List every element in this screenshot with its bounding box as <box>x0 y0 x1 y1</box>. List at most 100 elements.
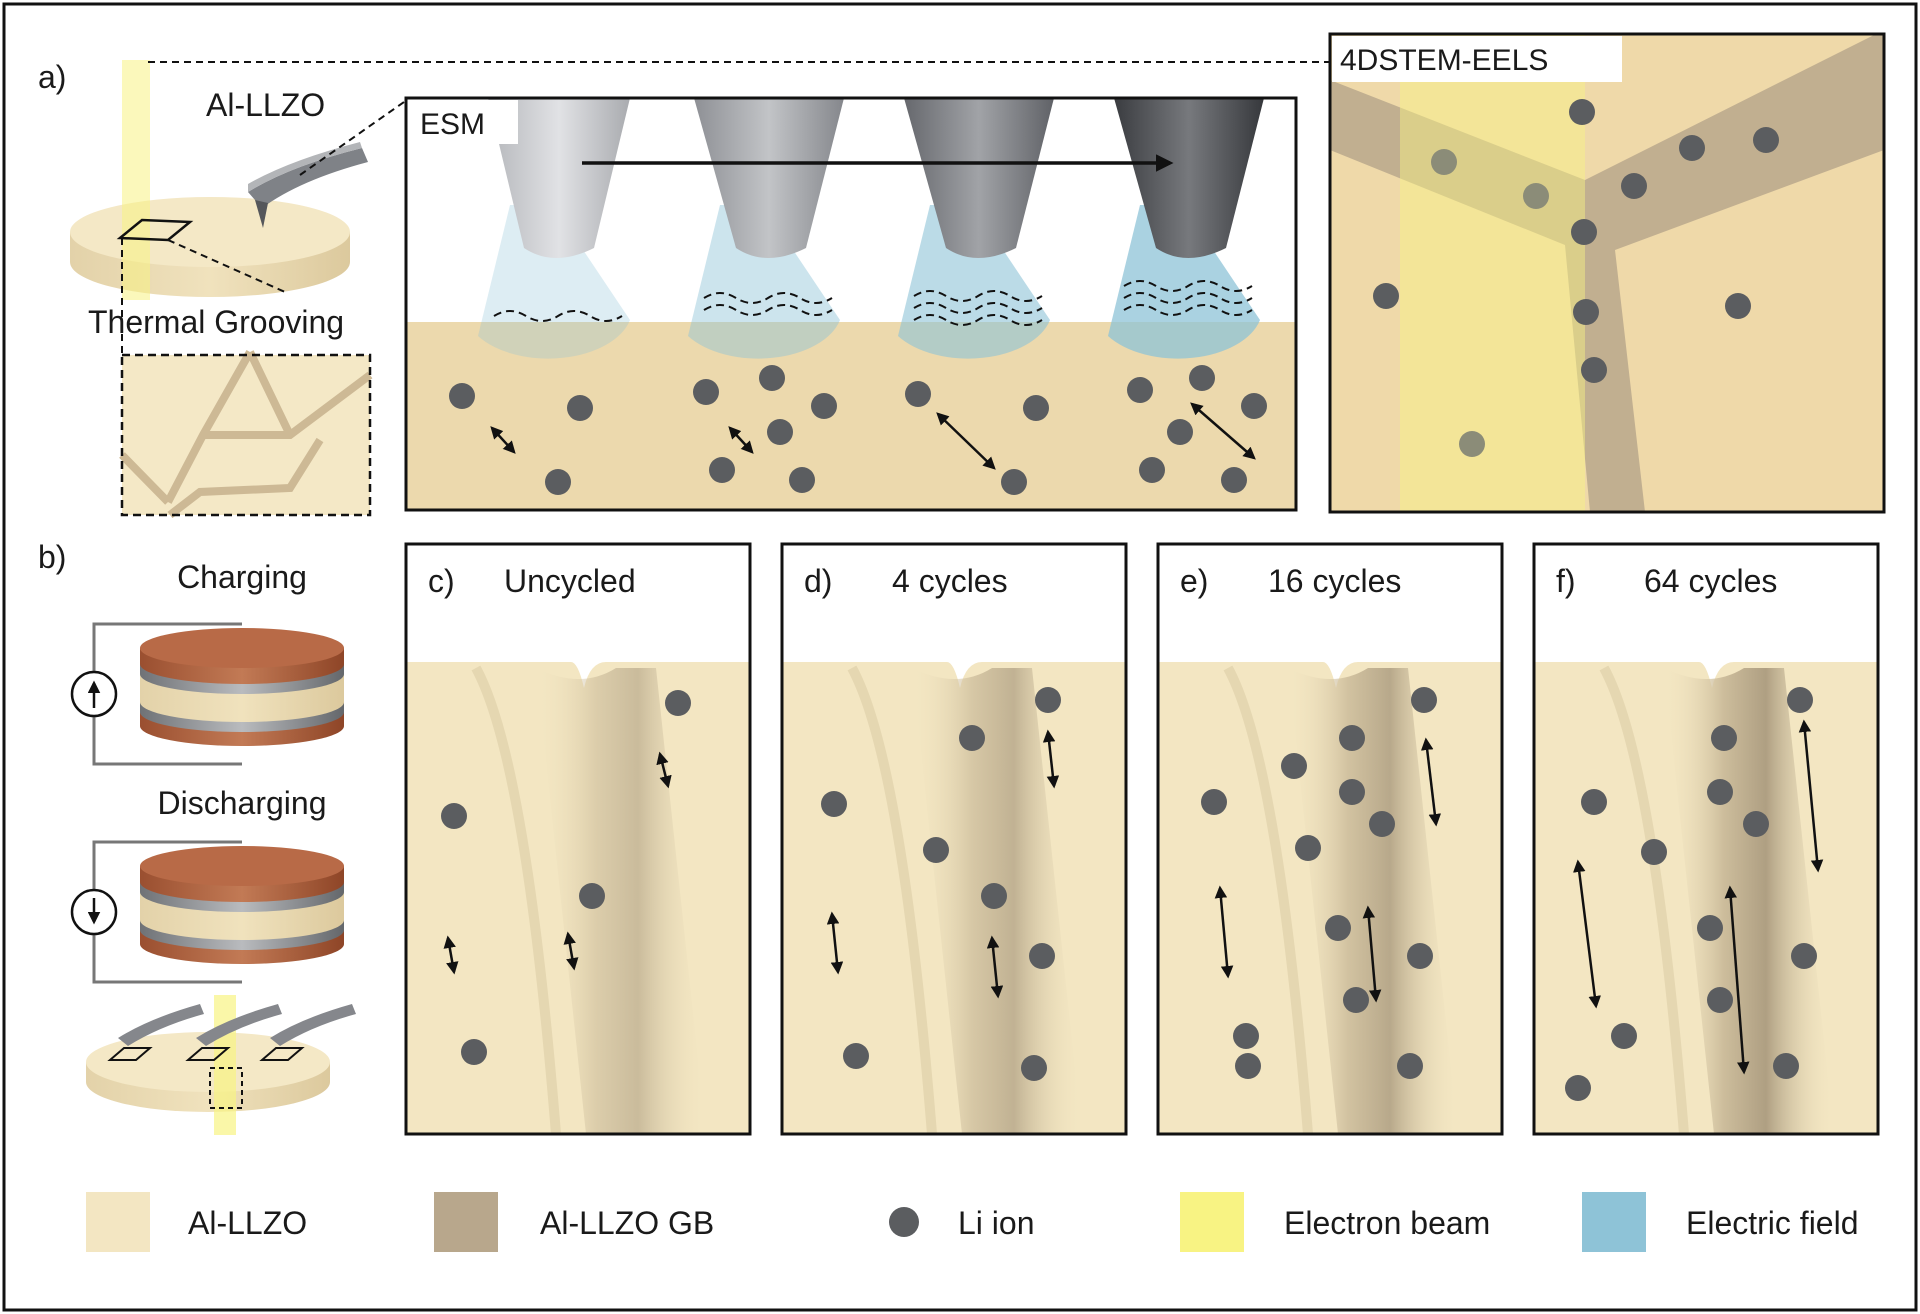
stem-panel: 4DSTEM-EELS <box>1328 32 1886 514</box>
legend-swatch <box>889 1207 919 1237</box>
esm-label: ESM <box>420 108 485 141</box>
li-ion <box>1611 1023 1637 1049</box>
li-ion <box>1697 915 1723 941</box>
legend-swatch <box>1582 1192 1646 1252</box>
stem-li-ions <box>1373 99 1779 383</box>
cycle-panel: d) 4 cycles <box>780 542 1128 1136</box>
legend-item: Li ion <box>889 1205 1035 1241</box>
charging-cell <box>70 622 344 766</box>
motion-arrow <box>1573 859 1601 1009</box>
li-ion <box>1397 1053 1423 1079</box>
electron-beam-b <box>214 995 236 1135</box>
li-ion <box>1791 943 1817 969</box>
legend-label: Al-LLZO GB <box>540 1205 714 1241</box>
legend-item: Al-LLZO GB <box>434 1192 714 1252</box>
li-ion <box>1707 987 1733 1013</box>
motion-arrow <box>1798 719 1824 873</box>
al-llzo-label: Al-LLZO <box>206 87 325 123</box>
cycle-panel-label: 4 cycles <box>892 563 1008 599</box>
li-ion <box>981 883 1007 909</box>
discharging-cell <box>70 840 344 984</box>
li-ion <box>1707 779 1733 805</box>
motion-arrow <box>443 935 459 975</box>
li-ion <box>1711 725 1737 751</box>
electric-field-cones <box>478 205 1260 359</box>
li-ion <box>1233 1023 1259 1049</box>
legend-label: Electron beam <box>1284 1205 1490 1241</box>
grain-inset <box>119 350 373 519</box>
cycle-panel-tag: d) <box>804 563 832 599</box>
li-ion <box>1295 835 1321 861</box>
li-ion <box>1773 1053 1799 1079</box>
li-ion <box>441 803 467 829</box>
multi-tip-disc <box>86 995 356 1135</box>
panel-a-tag: a) <box>38 59 66 95</box>
stem-li-ions-under-beam <box>1431 149 1549 457</box>
motion-arrow <box>563 931 579 971</box>
motion-arrow <box>1724 885 1750 1075</box>
cycle-panel-tag: c) <box>428 563 455 599</box>
li-ion <box>843 1043 869 1069</box>
li-ion <box>1029 943 1055 969</box>
cycle-panel: e) 16 cycles <box>1156 542 1504 1136</box>
li-ion <box>821 791 847 817</box>
legend-label: Electric field <box>1686 1205 1859 1241</box>
li-ion <box>1035 687 1061 713</box>
li-ion <box>1281 753 1307 779</box>
sample-disc <box>70 197 350 297</box>
motion-arrow <box>656 751 672 789</box>
legend-swatch <box>434 1192 498 1252</box>
li-ion <box>1581 789 1607 815</box>
li-ion <box>1339 779 1365 805</box>
li-ion <box>1235 1053 1261 1079</box>
cycle-panel-tag: e) <box>1180 563 1208 599</box>
electron-beam-a <box>122 60 150 300</box>
cycle-panel-label: Uncycled <box>504 563 636 599</box>
legend-item: Electron beam <box>1180 1192 1490 1252</box>
esm-panel: ESM <box>404 96 1298 512</box>
stem-label: 4DSTEM-EELS <box>1340 44 1548 77</box>
li-ion <box>1021 1055 1047 1081</box>
li-ion <box>1641 839 1667 865</box>
li-ion <box>1743 811 1769 837</box>
legend-label: Al-LLZO <box>188 1205 307 1241</box>
li-ion <box>1565 1075 1591 1101</box>
discharging-label: Discharging <box>158 785 327 821</box>
li-ion <box>1411 687 1437 713</box>
motion-arrow <box>1362 905 1382 1003</box>
li-ion <box>1325 915 1351 941</box>
panel-a: a) Al-LLZO Thermal Grooving <box>38 32 1886 519</box>
li-ion <box>1339 725 1365 751</box>
li-ion <box>1343 987 1369 1013</box>
motion-arrow <box>1214 885 1234 979</box>
cycle-panel: c) Uncycled <box>404 542 752 1136</box>
li-ion <box>461 1039 487 1065</box>
legend-swatch <box>86 1192 150 1252</box>
charging-label: Charging <box>177 559 307 595</box>
esm-motion-arrows <box>490 402 1256 470</box>
li-ion <box>1201 789 1227 815</box>
cycle-panel-tag: f) <box>1556 563 1576 599</box>
li-ion <box>923 837 949 863</box>
cycle-panel-label: 16 cycles <box>1268 563 1401 599</box>
field-waves <box>493 280 1253 326</box>
panel-b: b) Charging Discharging <box>38 539 356 1135</box>
li-ion <box>1787 687 1813 713</box>
motion-arrow <box>826 911 844 975</box>
li-ion <box>959 725 985 751</box>
motion-arrow <box>986 935 1004 999</box>
li-ion <box>1369 811 1395 837</box>
li-ion <box>1407 943 1433 969</box>
motion-arrow <box>1420 737 1442 827</box>
cantilever-a <box>248 142 368 228</box>
thermal-grooving-label: Thermal Grooving <box>88 304 344 340</box>
scan-area-marker <box>116 218 194 242</box>
li-ion <box>665 690 691 716</box>
legend: Al-LLZO Al-LLZO GB Li ion Electron beam Elec… <box>86 1192 1859 1252</box>
esm-tips <box>488 98 1264 258</box>
legend-label: Li ion <box>958 1205 1035 1241</box>
legend-item: Electric field <box>1582 1192 1859 1252</box>
